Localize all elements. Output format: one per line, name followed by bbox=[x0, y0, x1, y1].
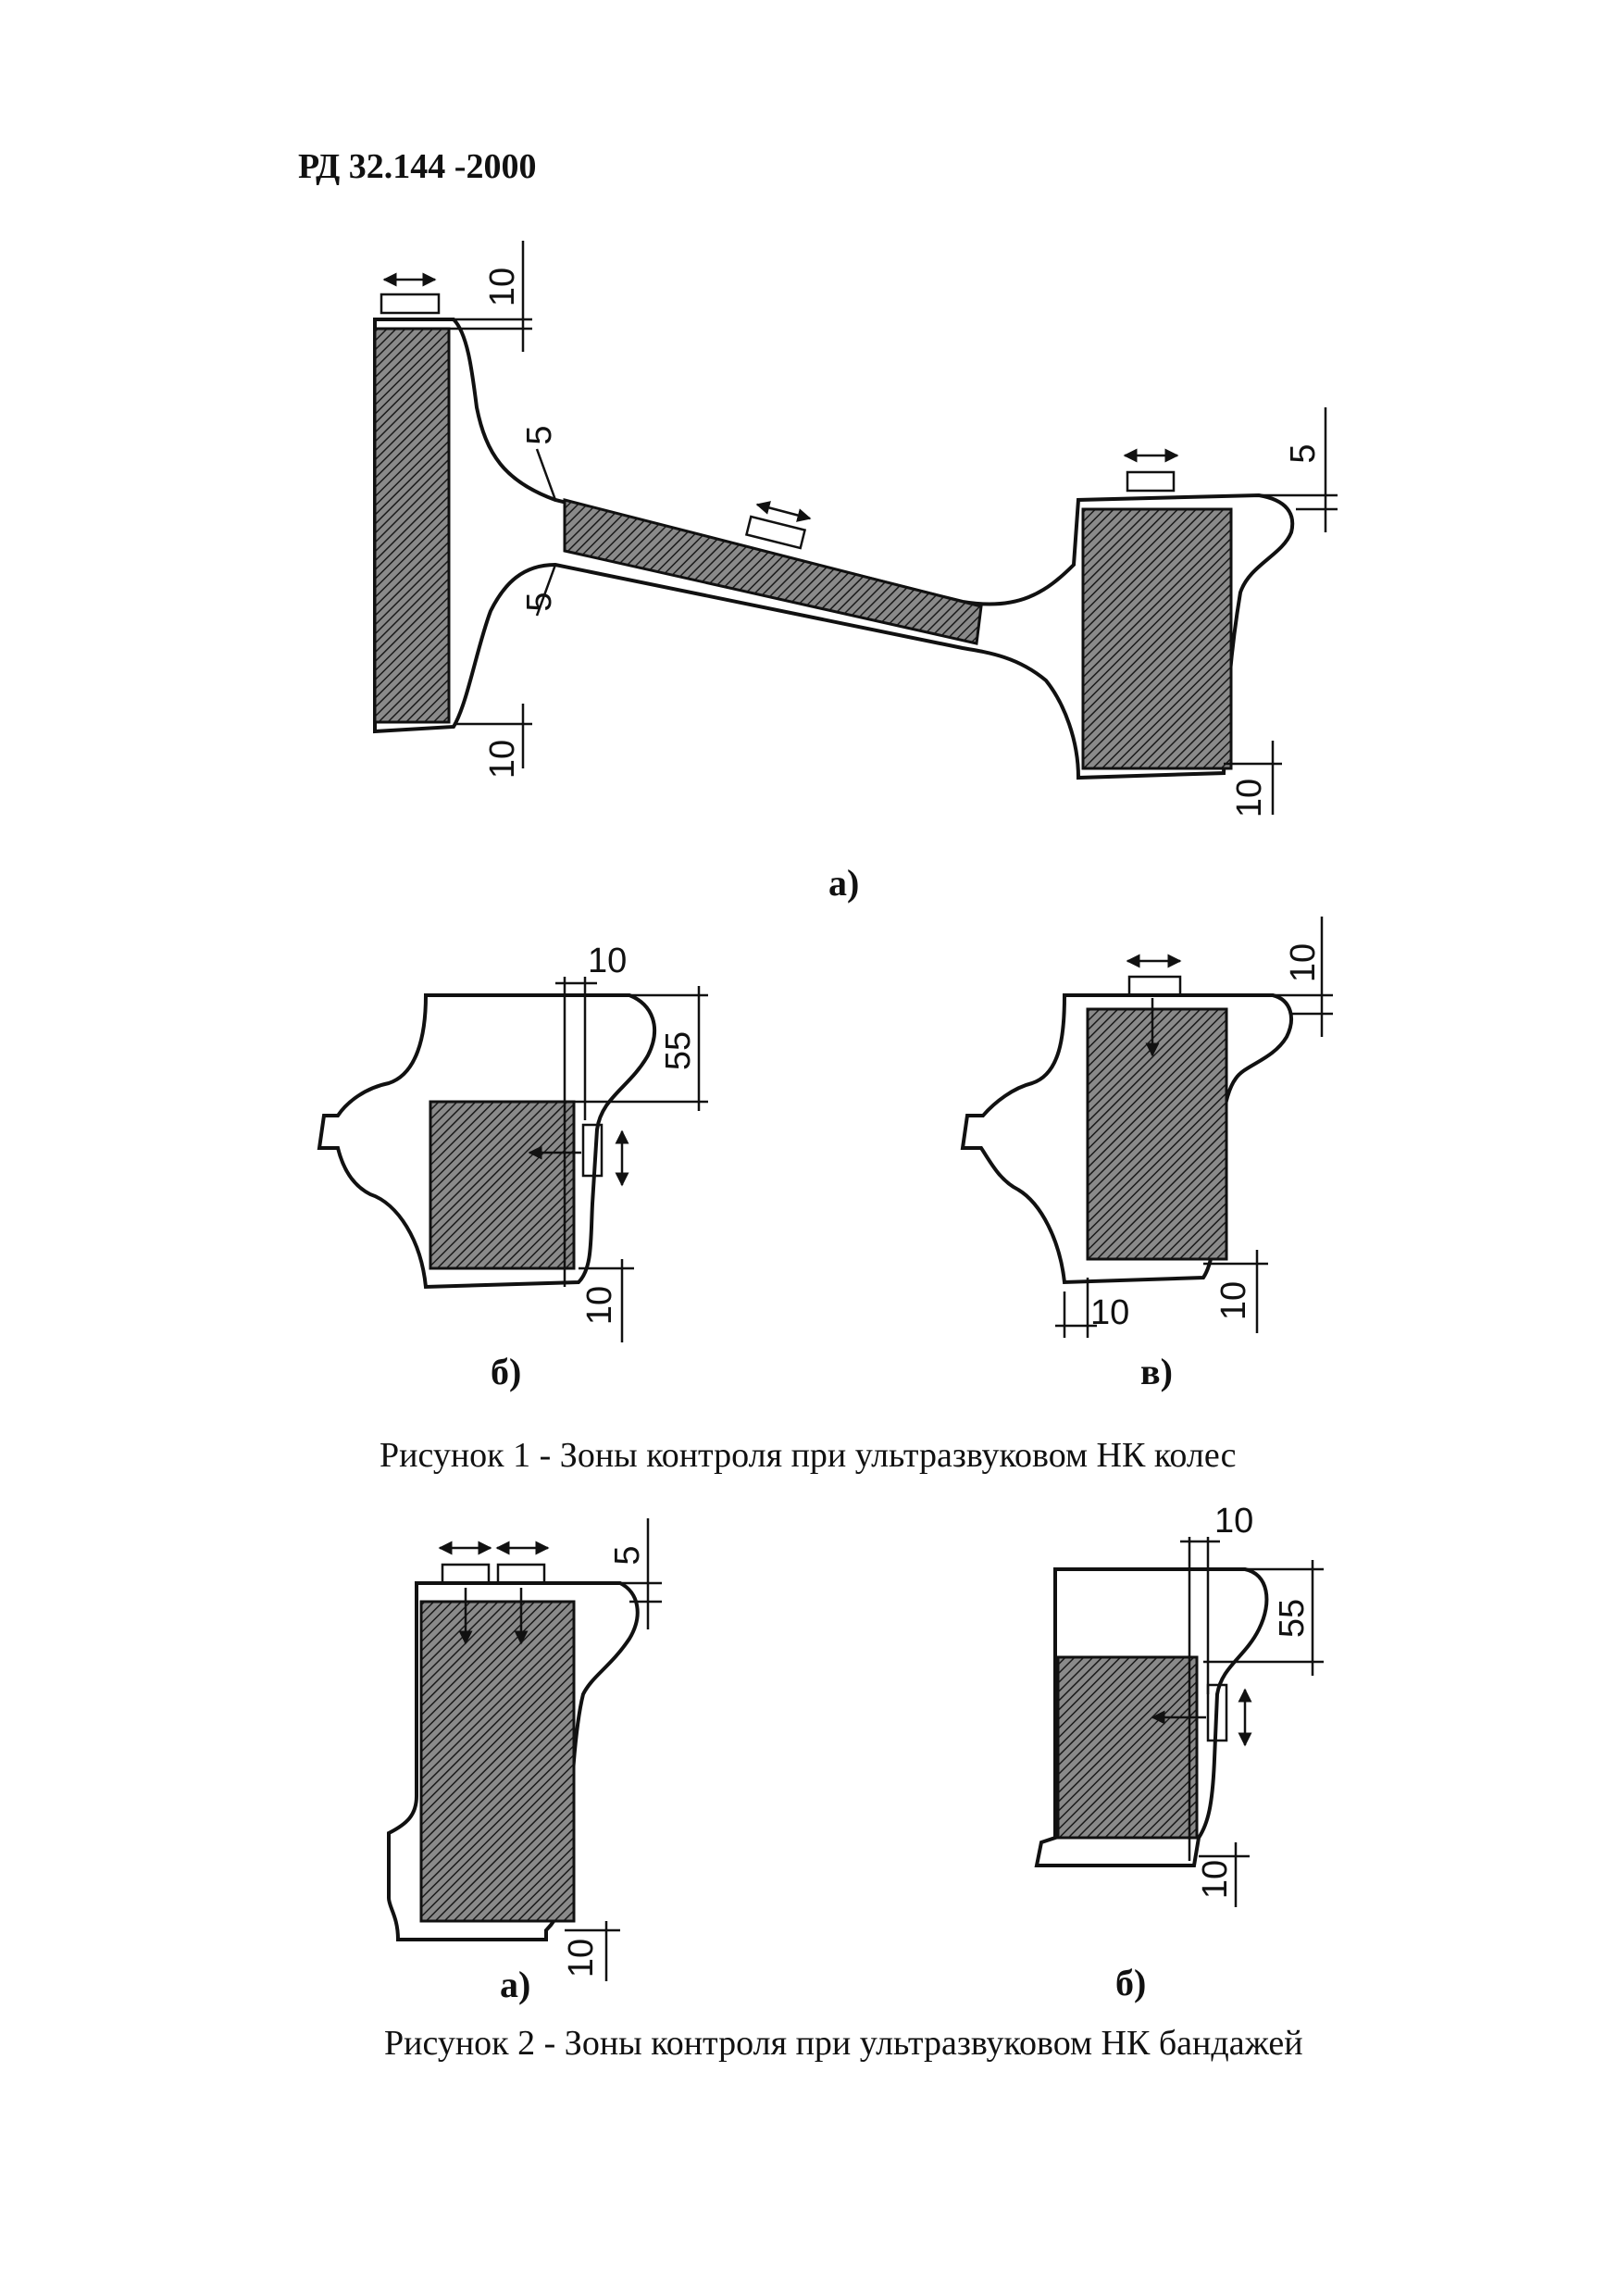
dim-bottom-right: 10 bbox=[1214, 1281, 1253, 1320]
dim-web-upper: 5 bbox=[520, 425, 559, 444]
dim-rim-top: 5 bbox=[1284, 443, 1323, 463]
control-zone bbox=[419, 1600, 576, 1923]
probe-icon bbox=[1127, 975, 1182, 997]
subfigure-label-v: в) bbox=[1140, 1351, 1173, 1392]
figure2-caption: Рисунок 2 - Зоны контроля при ультразвук… bbox=[384, 2024, 1303, 2063]
probe-icon bbox=[1126, 470, 1176, 493]
dim-top: 10 bbox=[1284, 943, 1323, 982]
figure2-a-tyre-section bbox=[387, 1518, 662, 1981]
figure1-b-rim-section bbox=[317, 977, 708, 1342]
figure2-b-tyre-section bbox=[1034, 1537, 1324, 1907]
document-code: РД 32.144 -2000 bbox=[298, 147, 537, 186]
control-zone bbox=[1056, 1655, 1199, 1840]
dim-bottom-left: 10 bbox=[483, 740, 522, 779]
dim-bottom: 10 bbox=[1196, 1860, 1235, 1899]
hub-control-zone bbox=[373, 327, 451, 724]
dim-bottom: 10 bbox=[562, 1939, 601, 1978]
dim-bottom: 10 bbox=[580, 1286, 619, 1325]
probe-icon bbox=[441, 1563, 491, 1585]
probe-icon bbox=[380, 293, 441, 315]
subfigure-label-b: б) bbox=[491, 1351, 522, 1392]
dim-top: 5 bbox=[608, 1545, 647, 1565]
dim-rim-bottom: 10 bbox=[1230, 779, 1269, 817]
subfigure-label-a: а) bbox=[828, 862, 860, 904]
rim-control-zone bbox=[1081, 507, 1233, 770]
probe-icon bbox=[1206, 1683, 1228, 1742]
dim-web-lower: 5 bbox=[520, 592, 559, 611]
probe-icon bbox=[496, 1563, 546, 1585]
web-control-zone bbox=[563, 498, 983, 645]
probe-icon bbox=[744, 515, 807, 550]
dim-flange-height: 55 bbox=[659, 1031, 698, 1070]
control-zone bbox=[1086, 1007, 1228, 1261]
dim-flange-width: 10 bbox=[588, 942, 627, 980]
dim-top-left: 10 bbox=[483, 268, 522, 306]
dim-flange-width: 10 bbox=[1214, 1502, 1253, 1541]
dim-bottom-left: 10 bbox=[1090, 1293, 1129, 1332]
figure1-v-rim-section bbox=[960, 917, 1333, 1338]
figure1-caption: Рисунок 1 - Зоны контроля при ультразвук… bbox=[380, 1436, 1237, 1475]
subfigure-label-a: а) bbox=[500, 1964, 531, 2005]
control-zone bbox=[429, 1100, 576, 1270]
dim-flange-height: 55 bbox=[1273, 1599, 1312, 1638]
probe-icon bbox=[581, 1123, 604, 1178]
figure1-a-wheel-section bbox=[373, 241, 1338, 815]
subfigure-label-b: б) bbox=[1115, 1962, 1147, 2003]
